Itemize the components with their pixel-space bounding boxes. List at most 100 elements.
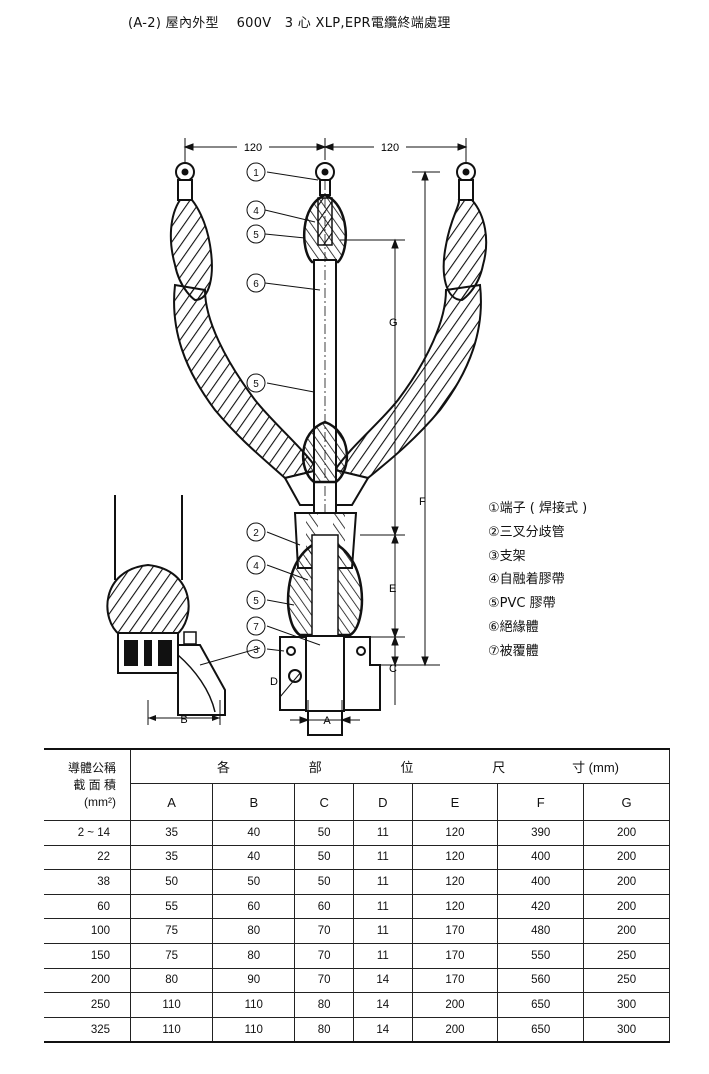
dimension-cell-d: 11 xyxy=(352,869,413,895)
dimension-cell-g: 200 xyxy=(583,918,670,944)
dimension-cell-a: 110 xyxy=(129,992,214,1018)
dimension-cell-c: 70 xyxy=(294,967,354,994)
callout-3: 3 xyxy=(253,645,259,656)
dimension-cell-e: 170 xyxy=(411,942,499,969)
dimension-cell-c: 50 xyxy=(294,820,354,846)
dimension-cell-f: 650 xyxy=(497,1016,585,1043)
callouts xyxy=(246,162,321,659)
column-header: G xyxy=(583,783,670,821)
dim-120-left: 120 xyxy=(244,142,262,154)
dimension-cell-f: 550 xyxy=(497,942,585,969)
conductor-size-cell: 38 xyxy=(44,869,131,895)
dimension-cell-d: 11 xyxy=(352,820,413,846)
dim-a-line xyxy=(290,700,360,730)
dimension-cell-c: 50 xyxy=(294,844,354,871)
span-header-char: 位 xyxy=(400,760,414,775)
top-dimension xyxy=(183,138,468,165)
callout-5-low: 5 xyxy=(253,596,259,607)
dimension-cell-f: 480 xyxy=(497,918,585,944)
dimension-cell-d: 14 xyxy=(352,1016,413,1043)
legend-item: ③支架 xyxy=(488,548,526,564)
dimension-cell-f: 400 xyxy=(497,869,585,895)
dimension-cell-e: 170 xyxy=(411,967,499,994)
page-title: (A-2) 屋內外型 600V 3 心 XLP,EPR電纜終端處理 xyxy=(128,16,451,31)
conductor-size-cell: 250 xyxy=(44,992,131,1018)
dimension-cell-f: 390 xyxy=(497,820,585,846)
legend-item: ⑥絕緣體 xyxy=(488,619,539,635)
conductor-size-cell: 150 xyxy=(44,942,131,969)
dimension-cell-a: 35 xyxy=(129,844,214,871)
dimension-cell-e: 200 xyxy=(411,992,499,1018)
dimension-cell-c: 70 xyxy=(294,918,354,944)
column-header: A xyxy=(129,783,214,821)
callout-6: 6 xyxy=(253,279,259,290)
dim-label-c: C xyxy=(389,663,397,675)
dimension-cell-b: 90 xyxy=(212,967,296,994)
dimension-cell-b: 60 xyxy=(212,893,296,920)
dimension-cell-c: 70 xyxy=(294,942,354,969)
legend-item: ①端子 ( 焊接式 ) xyxy=(488,501,588,516)
conductor-size-cell: 100 xyxy=(44,918,131,944)
dimension-cell-d: 14 xyxy=(352,992,413,1018)
callout-7: 7 xyxy=(253,622,259,633)
side-view-detail xyxy=(106,495,261,725)
conductor-size-cell: 200 xyxy=(44,967,131,994)
dimension-cell-g: 200 xyxy=(583,820,670,846)
span-header-char: 各 xyxy=(217,760,231,775)
dimension-cell-g: 200 xyxy=(583,869,670,895)
callout-1: 1 xyxy=(253,168,259,179)
center-cable xyxy=(279,162,381,736)
callout-5-top: 5 xyxy=(253,230,259,241)
dimension-cell-a: 80 xyxy=(129,967,214,994)
dimension-cell-g: 300 xyxy=(583,992,670,1018)
dimension-cell-a: 55 xyxy=(129,893,214,920)
dimension-cell-b: 80 xyxy=(212,918,296,944)
dimension-cell-f: 560 xyxy=(497,967,585,994)
dimension-cell-g: 250 xyxy=(583,942,670,969)
conductor-size-cell: 325 xyxy=(44,1016,131,1043)
dimension-cell-b: 40 xyxy=(212,820,296,846)
dimension-cell-d: 11 xyxy=(352,918,413,944)
dimension-cell-a: 110 xyxy=(129,1016,214,1043)
legend-item: ⑦被覆體 xyxy=(488,643,539,659)
cable-termination-diagram: 120 120 xyxy=(106,138,488,736)
legend-item: ②三叉分歧管 xyxy=(488,524,565,540)
column-header: F xyxy=(497,783,585,821)
dimension-cell-f: 420 xyxy=(497,893,585,920)
dim-label-b: B xyxy=(180,714,187,726)
size-header-line: 截 面 積 xyxy=(73,777,116,792)
right-cable-arm xyxy=(333,162,488,506)
size-header-line: 導體公稱 xyxy=(67,760,116,775)
dimension-cell-g: 250 xyxy=(583,967,670,994)
column-header: D xyxy=(352,783,413,821)
dimension-table: 導體公稱 截 面 積 (mm²) 各 部 位 尺 寸 (mm) A B C D … xyxy=(44,748,670,1044)
dimension-cell-e: 120 xyxy=(411,869,499,895)
conductor-size-cell: 60 xyxy=(44,893,131,920)
dimension-cell-d: 14 xyxy=(352,967,413,994)
dimension-cell-g: 300 xyxy=(583,1016,670,1043)
dim-label-a: A xyxy=(323,715,331,727)
callout-4-top: 4 xyxy=(253,206,259,217)
parts-legend: ①端子 ( 焊接式 ) ②三叉分歧管 ③支架 ④自融着膠帶 ⑤PVC 膠帶 ⑥絕… xyxy=(488,497,587,664)
column-header: B xyxy=(212,783,296,821)
dimension-cell-d: 11 xyxy=(352,942,413,969)
dimension-cell-c: 60 xyxy=(294,893,354,920)
callout-2: 2 xyxy=(253,528,259,539)
callout-4-low: 4 xyxy=(253,561,259,572)
callout-5-mid: 5 xyxy=(253,379,259,390)
dimension-cell-d: 11 xyxy=(352,844,413,871)
dimension-cell-c: 80 xyxy=(294,992,354,1018)
size-header-line: (mm²) xyxy=(84,794,116,809)
legend-item: ④自融着膠帶 xyxy=(488,572,565,588)
dimension-cell-b: 110 xyxy=(212,1016,296,1043)
dimension-cell-e: 120 xyxy=(411,893,499,920)
dimension-cell-a: 75 xyxy=(129,942,214,969)
